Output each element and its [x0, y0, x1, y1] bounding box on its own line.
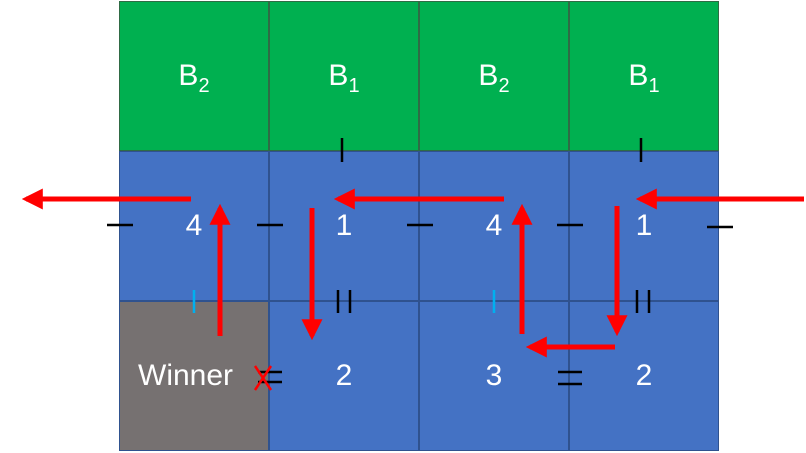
cell-value: 4: [185, 209, 203, 242]
bottom-cell-4: 2: [569, 301, 719, 451]
cell-value: 2: [335, 359, 353, 392]
cell-value: 4: [485, 209, 503, 242]
bottom-cell-2: 2: [269, 301, 419, 451]
header-letter: B: [178, 59, 199, 92]
header-subscript: 1: [648, 74, 660, 97]
winner-label: Winner: [138, 359, 234, 392]
cell-value: 3: [485, 359, 503, 392]
header-subscript: 2: [498, 74, 510, 97]
header-letter: B: [328, 59, 349, 92]
cell-value: 1: [335, 209, 353, 242]
header-subscript: 1: [348, 74, 360, 97]
winner-cell: Winner: [119, 301, 269, 451]
header-letter: B: [478, 59, 499, 92]
header-subscript: 2: [198, 74, 210, 97]
middle-cell-2: 1: [269, 151, 419, 301]
cell-value: 2: [635, 359, 653, 392]
bottom-cell-3: 3: [419, 301, 569, 451]
cell-value: 1: [635, 209, 653, 242]
header-letter: B: [628, 59, 649, 92]
cross-mark: [253, 365, 273, 391]
